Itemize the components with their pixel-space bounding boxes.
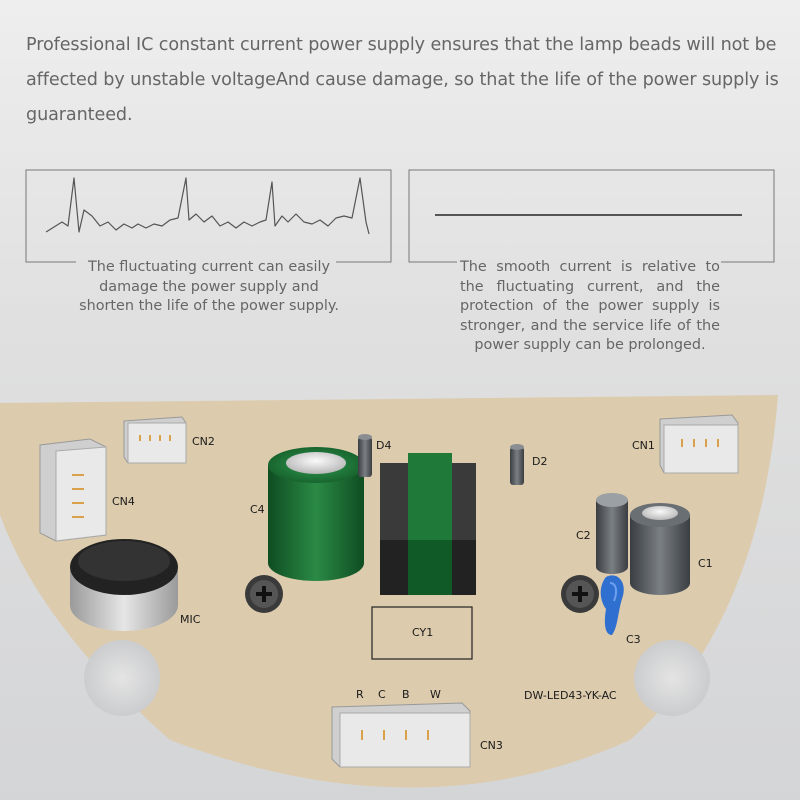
cn2-label: CN2 — [192, 435, 215, 448]
cn1-label: CN1 — [632, 439, 655, 452]
d2-label: D2 — [532, 455, 547, 468]
cn3-connector — [331, 702, 471, 768]
board-mount-hole-right — [634, 640, 710, 716]
board-mount-hole-left — [84, 640, 160, 716]
mic-component — [70, 539, 178, 631]
cn3-label: CN3 — [480, 739, 503, 752]
cn1-connector — [659, 414, 739, 474]
c4-label: C4 — [250, 503, 265, 516]
cy1-component — [371, 606, 473, 660]
pin-label-c: C — [378, 688, 386, 701]
c2-label: C2 — [576, 529, 591, 542]
transformer — [380, 453, 476, 595]
c4-capacitor — [268, 447, 364, 581]
c3-capacitor — [600, 575, 624, 635]
cn4-label: CN4 — [112, 495, 135, 508]
circuit-board: CN4 CN2 MIC C4 D4 CY1 D2 — [0, 395, 778, 788]
cn4-connector — [39, 438, 107, 542]
screw-right — [561, 575, 599, 613]
d2-diode — [510, 444, 524, 485]
smooth-current-caption: The smooth current is relative to the fl… — [460, 259, 720, 353]
cn2-connector — [123, 416, 187, 464]
board-model-label: DW-LED43-YK-AC — [524, 689, 617, 702]
c1-capacitor — [630, 503, 690, 595]
c1-label: C1 — [698, 557, 713, 570]
d4-label: D4 — [376, 439, 391, 452]
fluctuating-current-frame — [25, 169, 392, 263]
c2-capacitor — [596, 493, 628, 574]
smooth-current-frame — [408, 169, 775, 263]
headline: Professional IC constant current power s… — [26, 35, 779, 125]
cy1-label: CY1 — [412, 626, 433, 639]
screw-left — [245, 575, 283, 613]
pin-label-r: R — [356, 688, 364, 701]
smooth-current-panel — [408, 169, 775, 267]
fluctuating-current-caption: The fluctuating current can easily damag… — [79, 259, 339, 314]
mic-label: MIC — [180, 613, 201, 626]
d4-diode — [358, 434, 372, 477]
fluctuating-current-panel — [25, 169, 392, 267]
pin-label-w: W — [430, 688, 441, 701]
c3-label: C3 — [626, 633, 641, 646]
fluctuating-wave-line — [45, 177, 370, 235]
pin-label-b: B — [402, 688, 410, 701]
